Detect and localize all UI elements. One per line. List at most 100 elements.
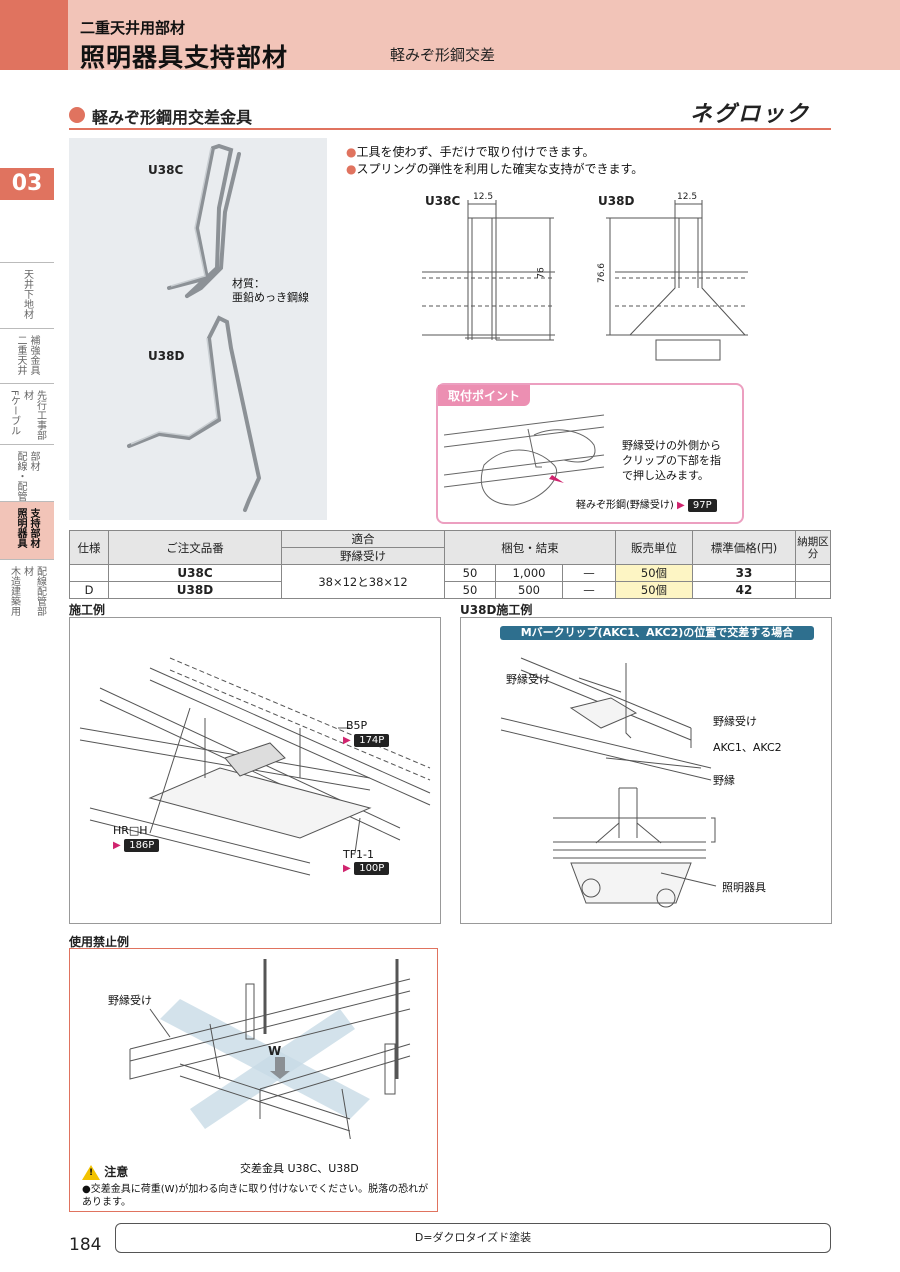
photo-label-u38d: U38D	[148, 349, 185, 363]
bullet-icon: ●	[82, 1184, 91, 1195]
ref-channel: 軽みぞ形鋼(野縁受け) ▶ 97P	[576, 496, 717, 512]
sidebar-tab[interactable]: 配線・配管部材	[0, 444, 54, 501]
cell-price: 33	[692, 564, 796, 582]
prohibited-figure	[69, 948, 438, 1212]
sidebar-tab-label: 部材	[28, 451, 39, 471]
cell-pack1: 50	[444, 564, 496, 582]
cell-pack2: 1,000	[495, 564, 563, 582]
footer-note: D=ダクロタイズド塗装	[115, 1223, 831, 1253]
feature-1-text: 工具を使わず、手だけで取り付けできます。	[356, 145, 595, 159]
install-point-text-line: 野縁受けの外側から	[622, 439, 721, 452]
header-accent-block	[0, 0, 68, 70]
tf-page[interactable]: 100P	[354, 862, 390, 875]
cell-fit: 38×12と38×12	[281, 564, 445, 599]
caution-header: ! 注意	[82, 1163, 128, 1180]
sidebar-tab-label: 照明器具	[15, 508, 26, 548]
sidebar-tab-label: 二重天井	[15, 335, 26, 375]
sidebar-tab[interactable]: 二重天井補強金具	[0, 328, 54, 383]
cell-delivery	[795, 581, 831, 599]
b5p-label: B5P	[346, 719, 368, 732]
dim-u38c-height: 76	[536, 267, 547, 279]
b5p-ref: ▶ 174P	[343, 733, 390, 747]
dim-label-u38d: U38D	[598, 194, 635, 208]
material-label: 材質：	[232, 277, 265, 290]
caution-title: 注意	[104, 1165, 129, 1179]
install-illustration	[444, 414, 605, 506]
feature-1: ●工具を使わず、手だけで取り付けできます。	[346, 143, 594, 160]
section-title: 軽みぞ形鋼用交差金具	[92, 108, 253, 127]
cell-delivery	[795, 564, 831, 582]
dim-label-u38c: U38C	[425, 194, 461, 208]
u38d-example-drawing	[500, 657, 717, 908]
hr-label: HR□H	[113, 824, 148, 837]
cell-price: 42	[692, 581, 796, 599]
install-point-text-line: クリップの下部を指	[622, 454, 721, 467]
dim-u38c-width: 12.5	[473, 192, 494, 202]
sidebar-tab[interactable]: 天井下地材	[0, 262, 54, 328]
label-nobuchi-uke-1: 野縁受け	[506, 673, 550, 686]
th-price: 標準価格(円)	[692, 530, 796, 565]
product-photo	[69, 138, 327, 520]
dim-u38d-width: 12.5	[677, 192, 698, 202]
cell-order-no: U38D	[108, 581, 282, 599]
sidebar-tab-label: 支持部材	[28, 508, 39, 548]
spec-table: 仕様 ご注文品番 適合 梱包・結束 販売単位 標準価格(円) 納期区分 野縁受け…	[69, 530, 831, 599]
example-title: 施工例	[69, 603, 106, 617]
section-bullet-icon	[69, 107, 85, 123]
table-row: D U38D 50 500 — 50個 42	[69, 581, 831, 599]
sidebar-tab[interactable]: 照明器具支持部材	[0, 501, 54, 559]
header-category: 軽みぞ形鋼交差	[390, 46, 496, 64]
sidebar-tab-label: 先行工事部材	[21, 390, 46, 440]
ref-arrow-icon: ▶	[677, 500, 685, 511]
hr-page[interactable]: 186P	[124, 839, 160, 852]
u38d-example-figure	[460, 617, 832, 924]
label-prohibited-nobuchi-uke: 野縁受け	[108, 994, 152, 1007]
sidebar-tab-label: 配線・配管	[15, 451, 26, 501]
sidebar-tab-label: 天井下地材	[21, 269, 33, 319]
sidebar-tab-label: 木造建築用	[8, 566, 20, 616]
cell-pack3: —	[562, 564, 616, 582]
sidebar-tab[interactable]: 木造建築用配線配管部材	[0, 559, 54, 619]
example-drawing	[79, 657, 431, 876]
sidebar-tab-label: Fケーブル	[8, 390, 20, 436]
table-row: U38C 38×12と38×12 50 1,000 — 50個 33	[69, 564, 831, 599]
b5p-page[interactable]: 174P	[354, 734, 390, 747]
label-w: W	[268, 1044, 282, 1058]
label-nobuchi: 野縁	[713, 774, 735, 787]
cell-spec: D	[69, 581, 109, 599]
install-point-text: 野縁受けの外側から クリップの下部を指 で押し込みます。	[622, 438, 721, 483]
caution-body: 交差金具に荷重(W)が加わる向きに取り付けないでください。脱落の恐れがあります。	[82, 1184, 429, 1208]
u38d-example-title: U38D施工例	[460, 603, 533, 617]
clip-photo-drawing	[127, 143, 262, 512]
chapter-number: 03	[0, 168, 54, 200]
sidebar-tab-label: 補強金具	[28, 335, 39, 375]
sidebar-tab[interactable]: Fケーブル先行工事部材	[0, 383, 54, 444]
brand-logo: ネグロック	[690, 102, 811, 127]
section-rule	[69, 128, 831, 130]
th-fit-sub: 野縁受け	[281, 547, 445, 565]
dim-u38d-height: 76.6	[597, 262, 608, 284]
tf-ref: ▶ 100P	[343, 861, 390, 875]
ref-channel-page[interactable]: 97P	[687, 499, 717, 512]
th-unit: 販売単位	[615, 530, 693, 565]
sidebar-tab-label: 配線配管部材	[21, 566, 46, 616]
th-spec: 仕様	[69, 530, 109, 565]
th-packing: 梱包・結束	[444, 530, 616, 565]
feature-2-text: スプリングの弾性を利用した確実な支持ができます。	[356, 162, 644, 176]
caution-text: ●交差金具に荷重(W)が加わる向きに取り付けないでください。脱落の恐れがあります…	[82, 1183, 434, 1209]
hr-ref: ▶ 186P	[113, 838, 160, 852]
cell-pack1: 50	[444, 581, 496, 599]
install-point-text-line: で押し込みます。	[622, 469, 709, 482]
cell-unit: 50個	[615, 581, 693, 599]
th-delivery: 納期区分	[795, 530, 831, 565]
photo-label-u38c: U38C	[148, 163, 184, 177]
label-fixture: 照明器具	[722, 881, 766, 894]
header-title: 照明器具支持部材	[80, 43, 289, 72]
cell-unit: 50個	[615, 564, 693, 582]
label-nobuchi-uke-2: 野縁受け	[713, 715, 757, 728]
example-figure	[69, 617, 441, 924]
th-order-no: ご注文品番	[108, 530, 282, 565]
prohibited-title: 使用禁止例	[69, 935, 130, 949]
cell-pack3: —	[562, 581, 616, 599]
material-value: 亜鉛めっき鋼線	[232, 291, 309, 304]
